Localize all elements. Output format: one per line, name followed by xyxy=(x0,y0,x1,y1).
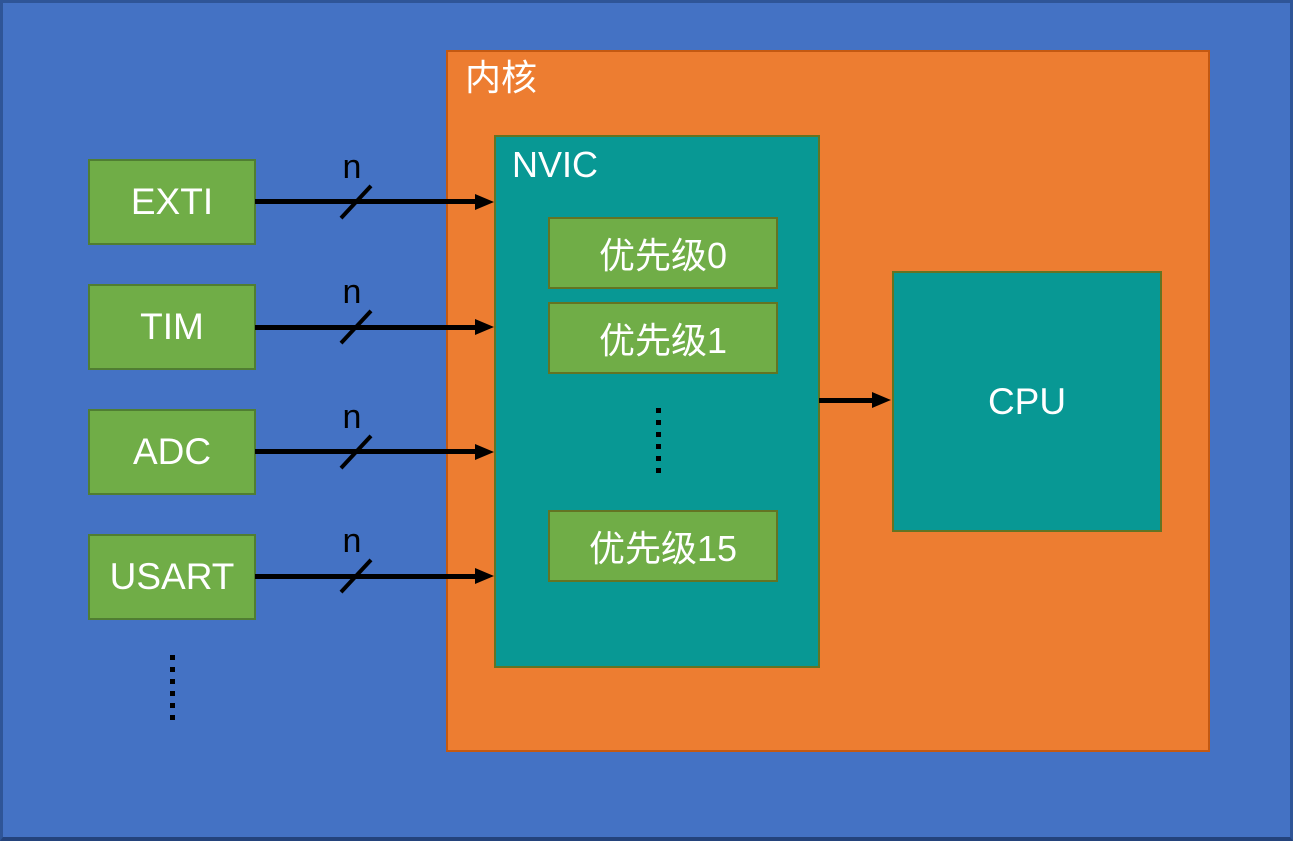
peripheral-label-tim: TIM xyxy=(140,306,204,347)
tim-arrow-head xyxy=(475,319,494,335)
usart-arrow-head xyxy=(475,568,494,584)
peripheral-label-usart: USART xyxy=(109,556,235,597)
exti-bus-width-label: n xyxy=(342,148,362,186)
peripheral-label-adc: ADC xyxy=(132,431,212,472)
kernel-box: 内核 NVIC 优先级0 优先级1 优先级15 CPU xyxy=(446,50,1210,752)
adc-arrow-head xyxy=(475,444,494,460)
nvic-label: NVIC xyxy=(512,144,599,185)
kernel-label: 内核 xyxy=(465,57,538,98)
tim-bus-width-label: n xyxy=(342,273,362,311)
peripheral-box-usart: USART xyxy=(88,534,256,620)
priority-box-15: 优先级15 xyxy=(548,510,778,582)
priority-box-1: 优先级1 xyxy=(548,302,778,374)
priority-label-1: 优先级1 xyxy=(598,320,728,361)
priority-box-0: 优先级0 xyxy=(548,217,778,289)
nvic-to-cpu-arrow-head xyxy=(872,392,891,408)
priority-label-15: 优先级15 xyxy=(588,528,738,569)
exti-arrow-line xyxy=(255,199,475,204)
peripheral-box-tim: TIM xyxy=(88,284,256,370)
nvic-box: NVIC 优先级0 优先级1 优先级15 xyxy=(494,135,820,668)
priority-label-0: 优先级0 xyxy=(598,235,728,276)
cpu-label: CPU xyxy=(987,380,1067,422)
priority-ellipsis-dots xyxy=(656,408,661,473)
peripheral-label-exti: EXTI xyxy=(130,181,214,222)
nvic-to-cpu-arrow-line xyxy=(819,398,873,403)
peripheral-ellipsis-dots xyxy=(170,655,175,720)
usart-arrow-line xyxy=(255,574,475,579)
adc-bus-width-label: n xyxy=(342,398,362,436)
usart-bus-width-label: n xyxy=(342,522,362,560)
cpu-box: CPU xyxy=(892,271,1162,532)
tim-arrow-line xyxy=(255,325,475,330)
exti-arrow-head xyxy=(475,194,494,210)
peripheral-box-adc: ADC xyxy=(88,409,256,495)
peripheral-box-exti: EXTI xyxy=(88,159,256,245)
adc-arrow-line xyxy=(255,449,475,454)
